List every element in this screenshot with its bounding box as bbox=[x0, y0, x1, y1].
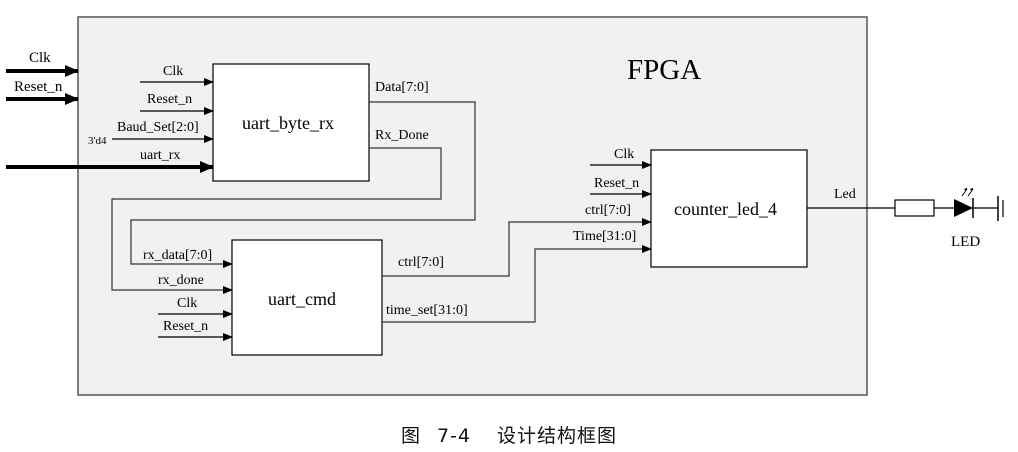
block-counter-led-4 bbox=[650, 149, 808, 268]
rx-data-out-label: Data[7:0] bbox=[375, 80, 429, 95]
caption-number: 7-4 bbox=[436, 425, 472, 447]
cnt-time-label: Time[31:0] bbox=[573, 229, 636, 244]
wire-data-to-rx-data bbox=[130, 101, 476, 268]
caption-prefix: 图 bbox=[400, 425, 421, 447]
cmd-rx-data-label: rx_data[7:0] bbox=[143, 248, 212, 263]
resistor-icon bbox=[894, 199, 935, 217]
rx-clk-label: Clk bbox=[163, 64, 183, 79]
cnt-led-out-label: Led bbox=[834, 187, 856, 202]
cnt-reset-label: Reset_n bbox=[594, 176, 639, 191]
block-uart-cmd-name: uart_cmd bbox=[268, 289, 336, 309]
cmd-clk-label: Clk bbox=[177, 296, 197, 311]
fpga-label: FPGA bbox=[627, 54, 701, 86]
wire-ctrl bbox=[382, 218, 652, 277]
block-uart-byte-rx bbox=[212, 63, 370, 182]
rx-done-out-label: Rx_Done bbox=[375, 128, 429, 143]
ext-clk-label: Clk bbox=[29, 50, 51, 66]
caption-title: 设计结构框图 bbox=[497, 425, 618, 447]
rx-uart-rx-label: uart_rx bbox=[140, 148, 180, 163]
cmd-reset-label: Reset_n bbox=[163, 319, 208, 334]
rx-reset-label: Reset_n bbox=[147, 92, 192, 107]
led-device-label: LED bbox=[951, 234, 980, 250]
block-uart-cmd bbox=[231, 239, 383, 356]
wire-rxdone-to-rx-done bbox=[111, 147, 442, 294]
wire-time-set bbox=[382, 245, 652, 323]
cmd-rx-done-label: rx_done bbox=[158, 273, 204, 288]
rx-baud-constant: 3'd4 bbox=[88, 135, 107, 147]
rx-baud-label: Baud_Set[2:0] bbox=[117, 120, 199, 135]
led-icon bbox=[954, 188, 974, 218]
cmd-ctrl-out-label: ctrl[7:0] bbox=[398, 255, 444, 270]
cnt-ctrl-label: ctrl[7:0] bbox=[585, 203, 631, 218]
figure-caption: 图 7-4 设计结构框图 bbox=[0, 421, 1018, 448]
block-uart-byte-rx-name: uart_byte_rx bbox=[242, 113, 334, 133]
ground-icon bbox=[997, 196, 1004, 221]
ext-reset-label: Reset_n bbox=[14, 79, 63, 95]
block-counter-led-4-name: counter_led_4 bbox=[674, 199, 777, 219]
cnt-clk-label: Clk bbox=[614, 147, 634, 162]
cmd-time-set-out-label: time_set[31:0] bbox=[386, 303, 468, 318]
